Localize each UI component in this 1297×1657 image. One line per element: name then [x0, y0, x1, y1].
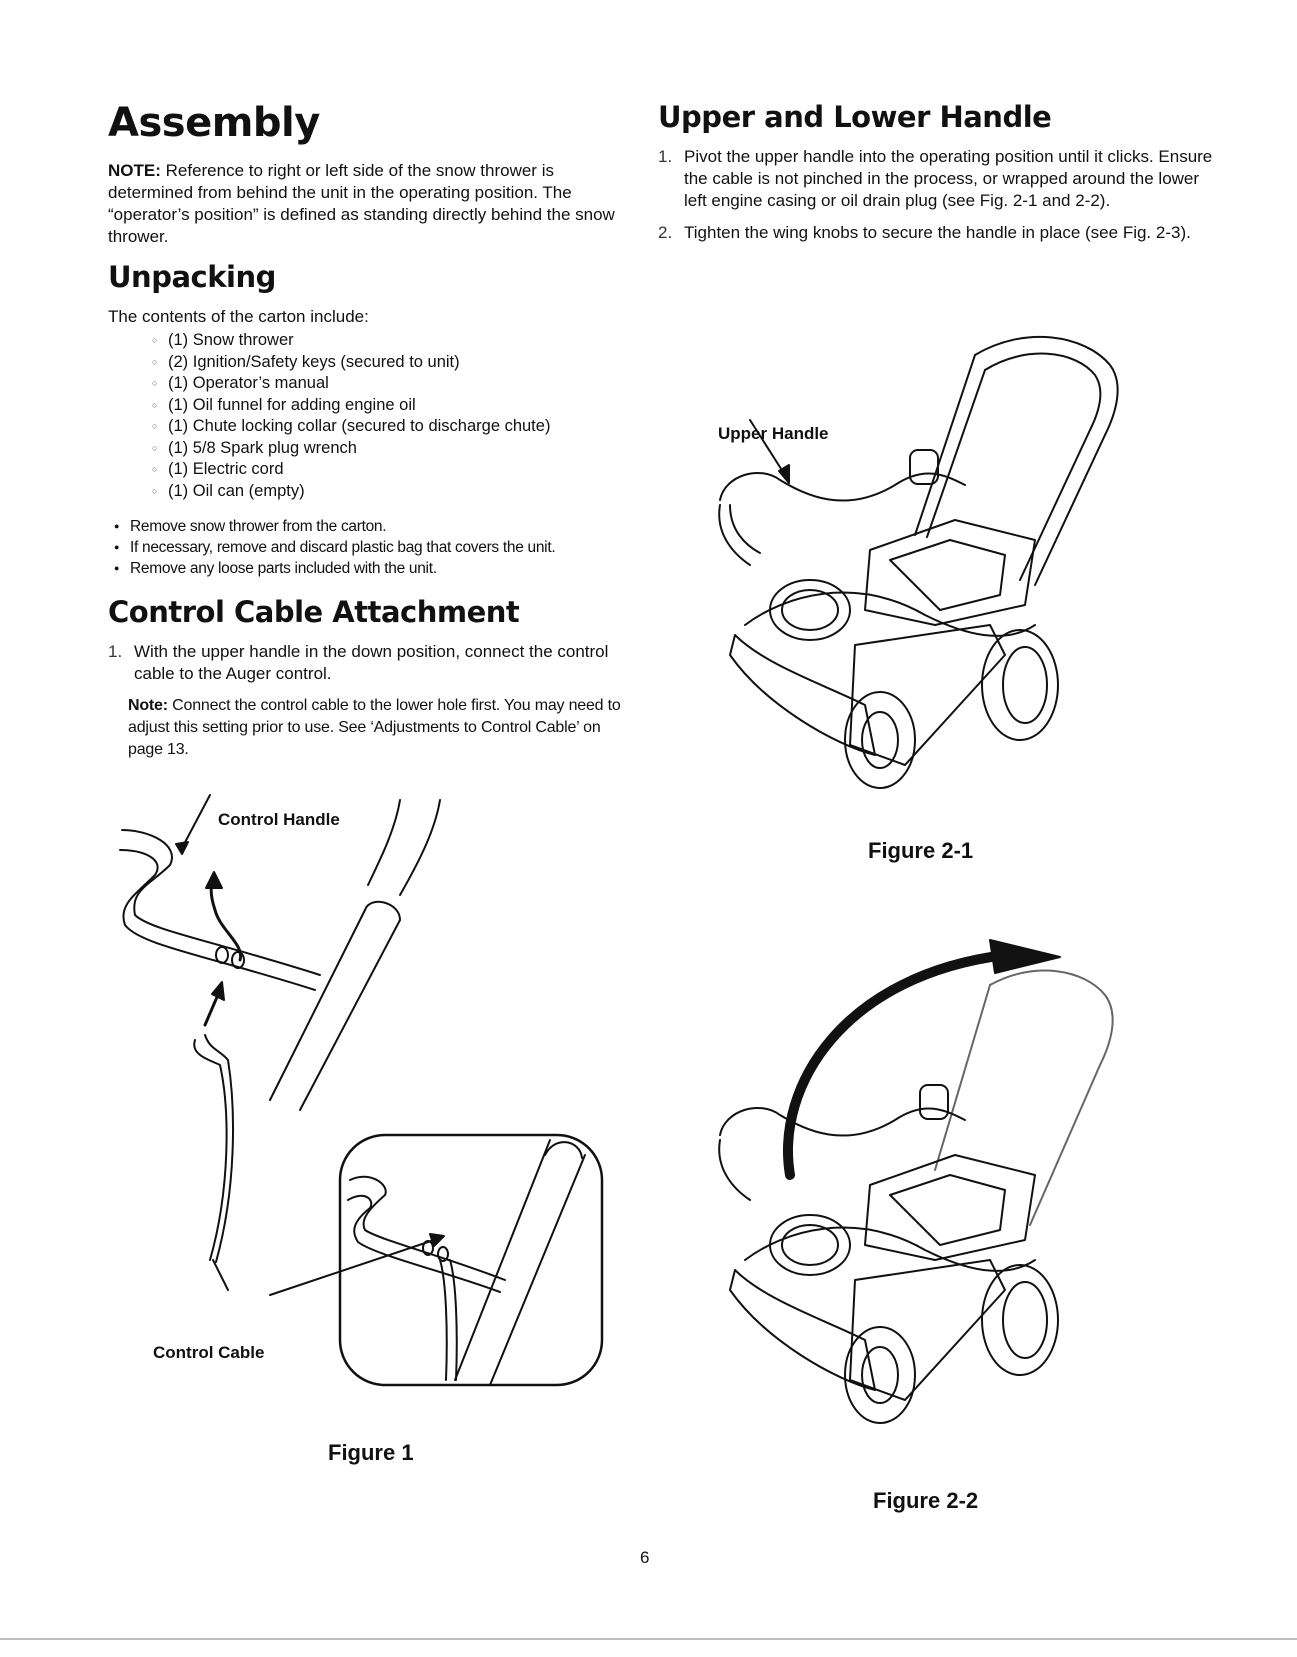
list-item: Remove snow thrower from the carton. [114, 516, 638, 537]
list-item: (1) Oil can (empty) [152, 481, 638, 503]
contents-intro: The contents of the carton include: [108, 307, 369, 326]
note-text: Reference to right or left side of the s… [108, 161, 615, 246]
list-item: (1) Chute locking collar (secured to dis… [152, 416, 638, 438]
figure-1-illustration [119, 794, 604, 1387]
step-item: 2. Tighten the wing knobs to secure the … [658, 222, 1218, 244]
step-text: Tighten the wing knobs to secure the han… [684, 223, 1191, 242]
step-item: 1. With the upper handle in the down pos… [108, 641, 638, 685]
upper-handle-label: Upper Handle [718, 424, 829, 443]
assembly-note: NOTE: Reference to right or left side of… [108, 160, 638, 248]
step-text: With the upper handle in the down positi… [134, 642, 609, 683]
figure-2-1-caption: Figure 2-1 [868, 838, 974, 863]
figure-1-caption: Figure 1 [328, 1440, 414, 1465]
list-item: (2) Ignition/Safety keys (secured to uni… [152, 352, 638, 374]
note-label: Note: [128, 697, 168, 714]
list-item: (1) 5/8 Spark plug wrench [152, 438, 638, 460]
figure-2-1-illustration [718, 335, 1119, 789]
carton-contents-list: (1) Snow thrower (2) Ignition/Safety key… [108, 330, 638, 502]
unpacking-heading: Unpacking [108, 260, 276, 294]
control-cable-heading: Control Cable Attachment [108, 595, 520, 629]
figure-2-2-caption: Figure 2-2 [873, 1488, 979, 1513]
list-item: (1) Operator’s manual [152, 373, 638, 395]
right-column: Upper and Lower Handle 1. Pivot the uppe… [658, 100, 1218, 254]
list-item: (1) Electric cord [152, 459, 638, 481]
step-text: Pivot the upper handle into the operatin… [684, 147, 1213, 210]
page-edge-line [0, 1638, 1297, 1640]
list-item: (1) Oil funnel for adding engine oil [152, 395, 638, 417]
note-label: NOTE: [108, 161, 161, 180]
list-item: Remove any loose parts included with the… [114, 558, 638, 579]
step-number: 1. [658, 147, 673, 166]
step-item: 1. Pivot the upper handle into the opera… [658, 146, 1218, 212]
unpacking-steps-list: Remove snow thrower from the carton. If … [108, 516, 638, 579]
step-number: 2. [658, 223, 673, 242]
assembly-heading: Assembly [108, 100, 320, 146]
step-number: 1. [108, 642, 123, 661]
left-column: Assembly NOTE: Reference to right or lef… [108, 100, 638, 761]
figure-2-2-illustration [718, 939, 1114, 1424]
control-cable-steps: 1. With the upper handle in the down pos… [108, 641, 638, 685]
list-item: (1) Snow thrower [152, 330, 638, 352]
page-number: 6 [640, 1548, 650, 1567]
control-cable-label: Control Cable [153, 1343, 265, 1362]
note-text: Connect the control cable to the lower h… [128, 697, 621, 758]
upper-lower-handle-heading: Upper and Lower Handle [658, 100, 1052, 134]
list-item: If necessary, remove and discard plastic… [114, 537, 638, 558]
control-cable-note: Note: Connect the control cable to the l… [128, 695, 638, 761]
upper-lower-steps: 1. Pivot the upper handle into the opera… [658, 146, 1218, 244]
control-handle-label: Control Handle [218, 810, 340, 829]
